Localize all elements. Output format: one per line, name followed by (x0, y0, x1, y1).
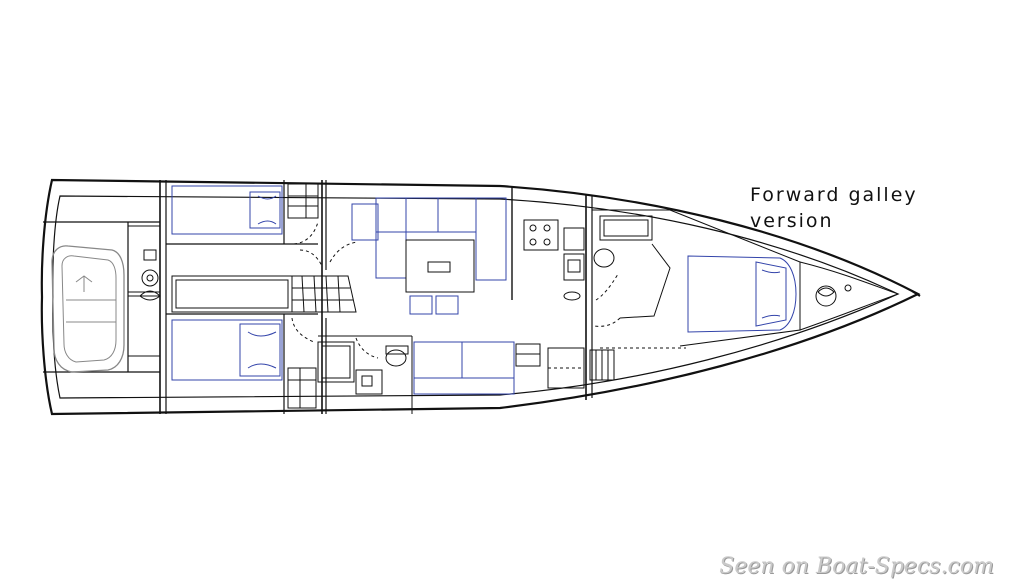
aft-head (317, 335, 413, 414)
saloon-port-settee (413, 341, 541, 395)
stern-cockpit (43, 180, 167, 414)
dinghy-icon (51, 245, 125, 373)
forward-galley (523, 219, 585, 389)
aft-cabin-port (166, 313, 318, 414)
aft-cabin-starboard (166, 180, 319, 245)
companionway-stairs-icon (171, 249, 357, 313)
port-stowage (589, 349, 615, 381)
forward-cabin (669, 209, 801, 347)
forepeak (799, 261, 900, 331)
saloon-settee (329, 197, 507, 315)
plan-caption: Forward galley version (750, 182, 918, 234)
caption-line-1: Forward galley (750, 184, 918, 206)
forward-head (592, 209, 686, 349)
watermark: Seen on Boat-Specs.com (719, 554, 994, 579)
helm-wheel-icon (139, 249, 161, 301)
caption-line-2: version (750, 210, 834, 232)
